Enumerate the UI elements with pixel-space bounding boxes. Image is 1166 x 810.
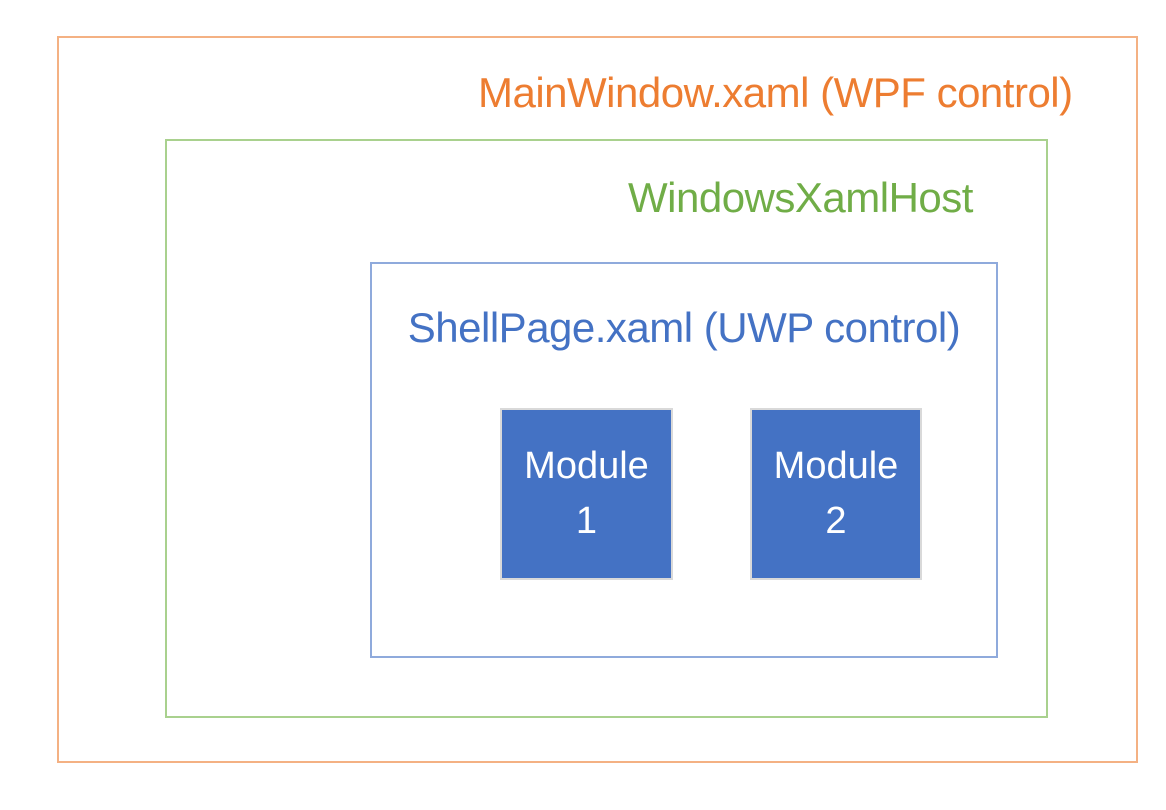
module-1-label-line2: 1 [575, 500, 598, 542]
shellpage-uwp-box: ShellPage.xaml (UWP control) Module 1 Mo… [370, 262, 998, 658]
module-2-label-line2: 2 [825, 500, 847, 542]
module-1-box: Module 1 [500, 408, 673, 580]
windowsxamlhost-box: WindowsXamlHost ShellPage.xaml (UWP cont… [165, 139, 1048, 718]
module-1-label-line1: Module [524, 445, 649, 487]
mainwindow-wpf-label: MainWindow.xaml (WPF control) [478, 69, 1073, 116]
shellpage-uwp-label: ShellPage.xaml (UWP control) [407, 304, 961, 351]
module-2-label-line1: Module [773, 445, 899, 487]
mainwindow-wpf-box: MainWindow.xaml (WPF control) WindowsXam… [57, 36, 1138, 763]
windowsxamlhost-label: WindowsXamlHost [628, 174, 973, 221]
module-2-box: Module 2 [750, 408, 922, 580]
